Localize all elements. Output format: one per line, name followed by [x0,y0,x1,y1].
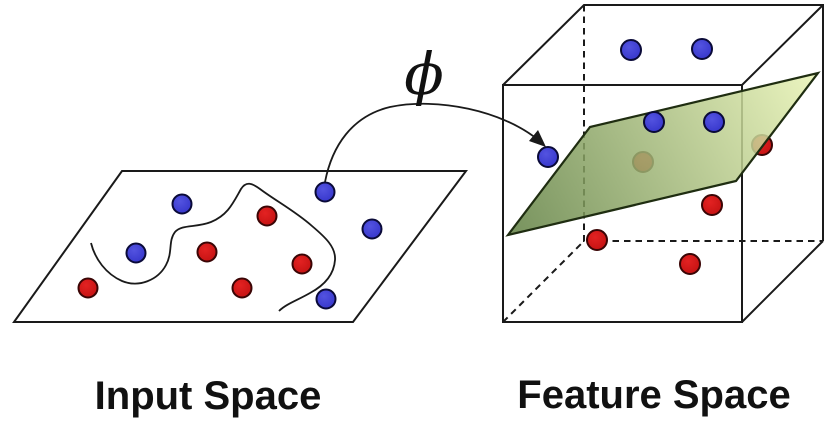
blue-data-point [125,242,147,264]
red-data-point [196,241,218,263]
red-data-point [231,277,253,299]
phi-symbol-label: ϕ [404,40,444,108]
blue-data-point [171,193,193,215]
phi-mapping-arrow [324,102,538,183]
blue-data-point [691,38,713,60]
feature-space-dots [537,38,725,275]
blue-data-point [314,181,336,203]
blue-data-point [703,111,725,133]
red-data-point [586,229,608,251]
arrowhead-icon [529,130,546,147]
red-data-point [679,253,701,275]
cube-hidden-edges [502,5,823,323]
input-space-label: Input Space [95,374,322,418]
nonlinear-decision-boundary-curve [90,182,336,312]
red-data-point [77,277,99,299]
blue-data-point [643,111,665,133]
red-data-point [701,194,723,216]
feature-space-label: Feature Space [517,373,790,417]
red-data-point [291,253,313,275]
input-space-plane [12,170,468,323]
blue-data-point [361,218,383,240]
blue-data-point [620,39,642,61]
input-space-dots [77,181,383,310]
cube-solid-edges [502,4,824,323]
separating-hyperplane [505,71,821,237]
blue-data-point [537,146,559,168]
blue-data-point [315,288,337,310]
red-data-point [256,205,278,227]
